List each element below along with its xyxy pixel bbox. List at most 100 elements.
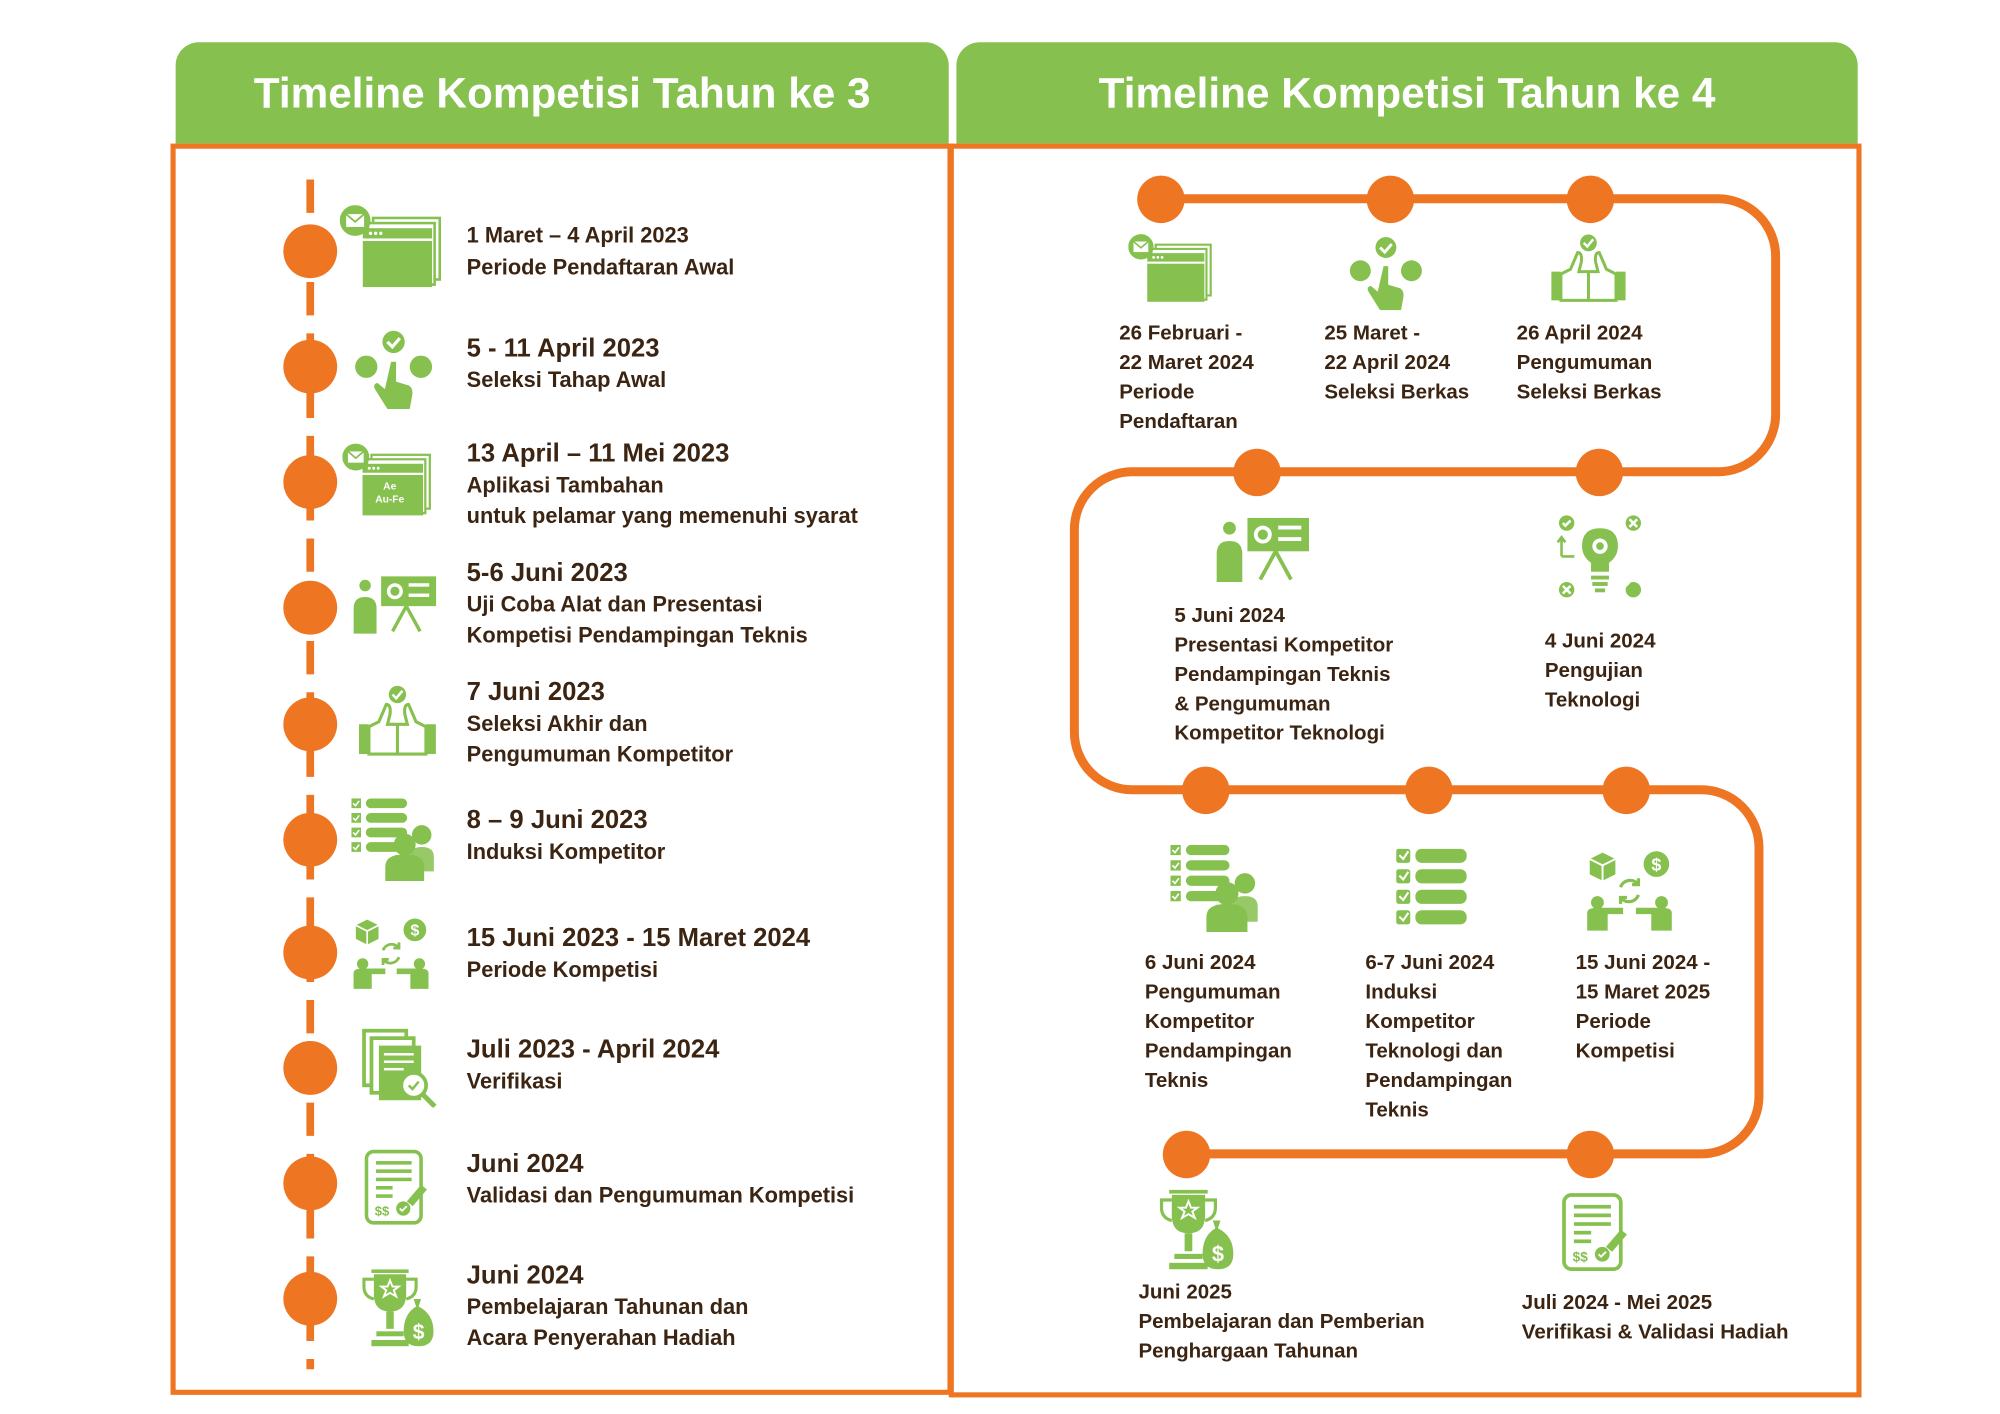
- select-hand-icon: [1349, 236, 1423, 310]
- timeline-dot: [1566, 1130, 1615, 1179]
- item-date: 26 Februari -: [1119, 323, 1243, 345]
- item-desc: Periode Pendaftaran Awal: [466, 255, 735, 280]
- timeline-dot: [1602, 766, 1650, 815]
- item-desc: Pengumuman: [1516, 352, 1653, 375]
- item-desc: Pembelajaran dan Pemberian: [1138, 1311, 1425, 1334]
- item-desc: Seleksi Berkas: [1324, 382, 1470, 404]
- item-desc: & Pengumuman: [1174, 693, 1331, 716]
- timeline-dot: [1566, 175, 1615, 224]
- item-date: 13 April – 11 Mei 2023: [466, 439, 730, 468]
- timeline-item: Juni 2024 Pembelajaran Tahunan dan Acara…: [467, 1259, 749, 1354]
- icon-label: Au-Fe: [375, 495, 404, 506]
- item-desc: Kompetisi Pendampingan Teknis: [466, 623, 808, 648]
- item-desc: Kompetisi: [1575, 1041, 1675, 1063]
- item-desc: Verifikasi & Validasi Hadiah: [1521, 1321, 1789, 1344]
- icon-label: Ae: [383, 482, 396, 493]
- timeline-item: 5 Juni 2024 Presentasi Kompetitor Pendam…: [1174, 601, 1393, 748]
- item-date: 5 - 11 April 2023: [466, 334, 660, 363]
- item-date: Juni 2024: [466, 1149, 584, 1179]
- item-date: Juli 2024 - Mei 2025: [1521, 1292, 1713, 1315]
- timeline-item: Juni 2025 Pembelajaran dan Pemberian Pen…: [1138, 1278, 1424, 1366]
- item-desc: Seleksi Akhir dan: [466, 711, 648, 736]
- exchange-icon: [1585, 849, 1675, 931]
- item-desc: Pembelajaran Tahunan dan: [466, 1294, 749, 1320]
- timeline-dot: [283, 697, 338, 752]
- item-date: Juli 2023 - April 2024: [466, 1035, 720, 1065]
- timeline-item: 1 Maret – 4 April 2023 Periode Pendaftar…: [467, 219, 735, 283]
- year3-title: Timeline Kompetisi Tahun ke 3: [253, 68, 871, 117]
- item-desc: Kompetitor: [1365, 1011, 1475, 1034]
- application-form-icon: Ae Au-Fe: [342, 442, 432, 516]
- item-desc: Pengujian: [1544, 660, 1643, 683]
- item-desc: Presentasi Kompetitor: [1174, 634, 1394, 657]
- timeline-item: 8 – 9 Juni 2023 Induksi Kompetitor: [467, 804, 666, 868]
- timeline-dot: [1162, 1130, 1211, 1179]
- item-desc: Uji Coba Alat dan Presentasi: [466, 592, 763, 617]
- year4-panel: [948, 143, 1862, 1398]
- timeline-item: Juli 2024 - Mei 2025 Verifikasi & Valida…: [1522, 1288, 1789, 1347]
- timeline-dot: [283, 580, 338, 635]
- timeline-dot: [283, 224, 338, 279]
- timeline-dot: [283, 812, 338, 867]
- timeline-item: 4 Juni 2024 Pengujian Teknologi: [1545, 627, 1656, 715]
- item-desc: Teknis: [1365, 1099, 1429, 1122]
- timeline-dot: [1137, 175, 1185, 224]
- item-desc: Validasi dan Pengumuman Kompetisi: [466, 1183, 855, 1208]
- item-date: 22 April 2024: [1324, 352, 1451, 375]
- timeline-item: 5-6 Juni 2023 Uji Coba Alat dan Presenta…: [467, 556, 808, 651]
- item-desc: Induksi Kompetitor: [466, 839, 666, 865]
- timeline-dot: [1233, 448, 1281, 497]
- item-desc: Kompetitor: [1144, 1011, 1255, 1034]
- timeline-item: 15 Juni 2023 - 15 Maret 2024 Periode Kom…: [467, 922, 811, 986]
- item-date: 7 Juni 2023: [466, 678, 605, 707]
- item-date: 15 Juni 2023 - 15 Maret 2024: [466, 924, 811, 953]
- item-date: 22 Maret 2024: [1119, 352, 1254, 375]
- item-date: 1 Maret – 4 April 2023: [466, 223, 689, 248]
- item-date: 15 Maret 2025: [1575, 982, 1711, 1004]
- item-desc: Teknologi dan: [1365, 1041, 1503, 1063]
- timeline-item: 6-7 Juni 2024 Induksi Kompetitor Teknolo…: [1365, 949, 1512, 1126]
- item-desc: Pendampingan Teknis: [1174, 664, 1391, 686]
- timeline-item: 13 April – 11 Mei 2023 Aplikasi Tambahan…: [467, 437, 858, 532]
- timeline-dot: [283, 455, 338, 509]
- timeline-item: Juli 2023 - April 2024 Verifikasi: [467, 1033, 720, 1097]
- timeline-item: 6 Juni 2024 Pengumuman Kompetitor Pendam…: [1145, 949, 1292, 1096]
- item-desc: Teknologi: [1544, 689, 1641, 712]
- item-desc: Seleksi Berkas: [1516, 382, 1662, 404]
- item-desc: Periode: [1119, 382, 1195, 404]
- year3-header: Timeline Kompetisi Tahun ke 3: [175, 42, 949, 144]
- item-desc: Aplikasi Tambahan: [466, 473, 664, 498]
- item-date: 25 Maret -: [1324, 323, 1421, 345]
- item-desc: untuk pelamar yang memenuhi syarat: [466, 503, 858, 529]
- item-desc: Acara Penyerahan Hadiah: [466, 1325, 736, 1350]
- item-desc: Verifikasi: [466, 1069, 563, 1094]
- item-desc: Pendampingan: [1365, 1070, 1513, 1093]
- item-desc: Seleksi Tahap Awal: [466, 367, 667, 393]
- checklist-people-icon: [1171, 845, 1268, 932]
- timeline-item: 26 April 2024 Pengumuman Seleksi Berkas: [1517, 319, 1662, 407]
- item-desc: Induksi: [1365, 982, 1438, 1004]
- item-date: 26 April 2024: [1516, 323, 1643, 345]
- year4-header: Timeline Kompetisi Tahun ke 4: [956, 42, 1858, 144]
- thumbs-up-icon: [1546, 233, 1631, 305]
- item-desc: Teknis: [1144, 1070, 1209, 1093]
- item-date: 15 Juni 2024 -: [1575, 952, 1711, 975]
- timeline-item: 5 - 11 April 2023 Seleksi Tahap Awal: [467, 332, 666, 396]
- trophy-money-icon: [1156, 1190, 1238, 1272]
- item-desc: Pengumuman: [1144, 982, 1281, 1004]
- timeline-dot: [283, 1271, 338, 1326]
- lightbulb-gear-icon: [1551, 510, 1648, 602]
- item-desc: Pendampingan: [1144, 1041, 1292, 1063]
- timeline-dot: [1405, 766, 1453, 815]
- timeline-item: 25 Maret - 22 April 2024 Seleksi Berkas: [1324, 319, 1469, 407]
- timeline-item: 26 Februari - 22 Maret 2024 Periode Pend…: [1119, 319, 1254, 437]
- timeline-dot: [1575, 448, 1624, 497]
- item-date: Juni 2024: [466, 1261, 584, 1290]
- item-desc: Periode Kompetisi: [466, 957, 659, 983]
- item-desc: Periode: [1575, 1011, 1651, 1034]
- timeline-dot: [1366, 175, 1415, 224]
- timeline-item: 15 Juni 2024 - 15 Maret 2025 Periode Kom…: [1576, 949, 1711, 1067]
- browser-mail-icon: [1128, 233, 1213, 302]
- presentation-icon: [1214, 513, 1311, 585]
